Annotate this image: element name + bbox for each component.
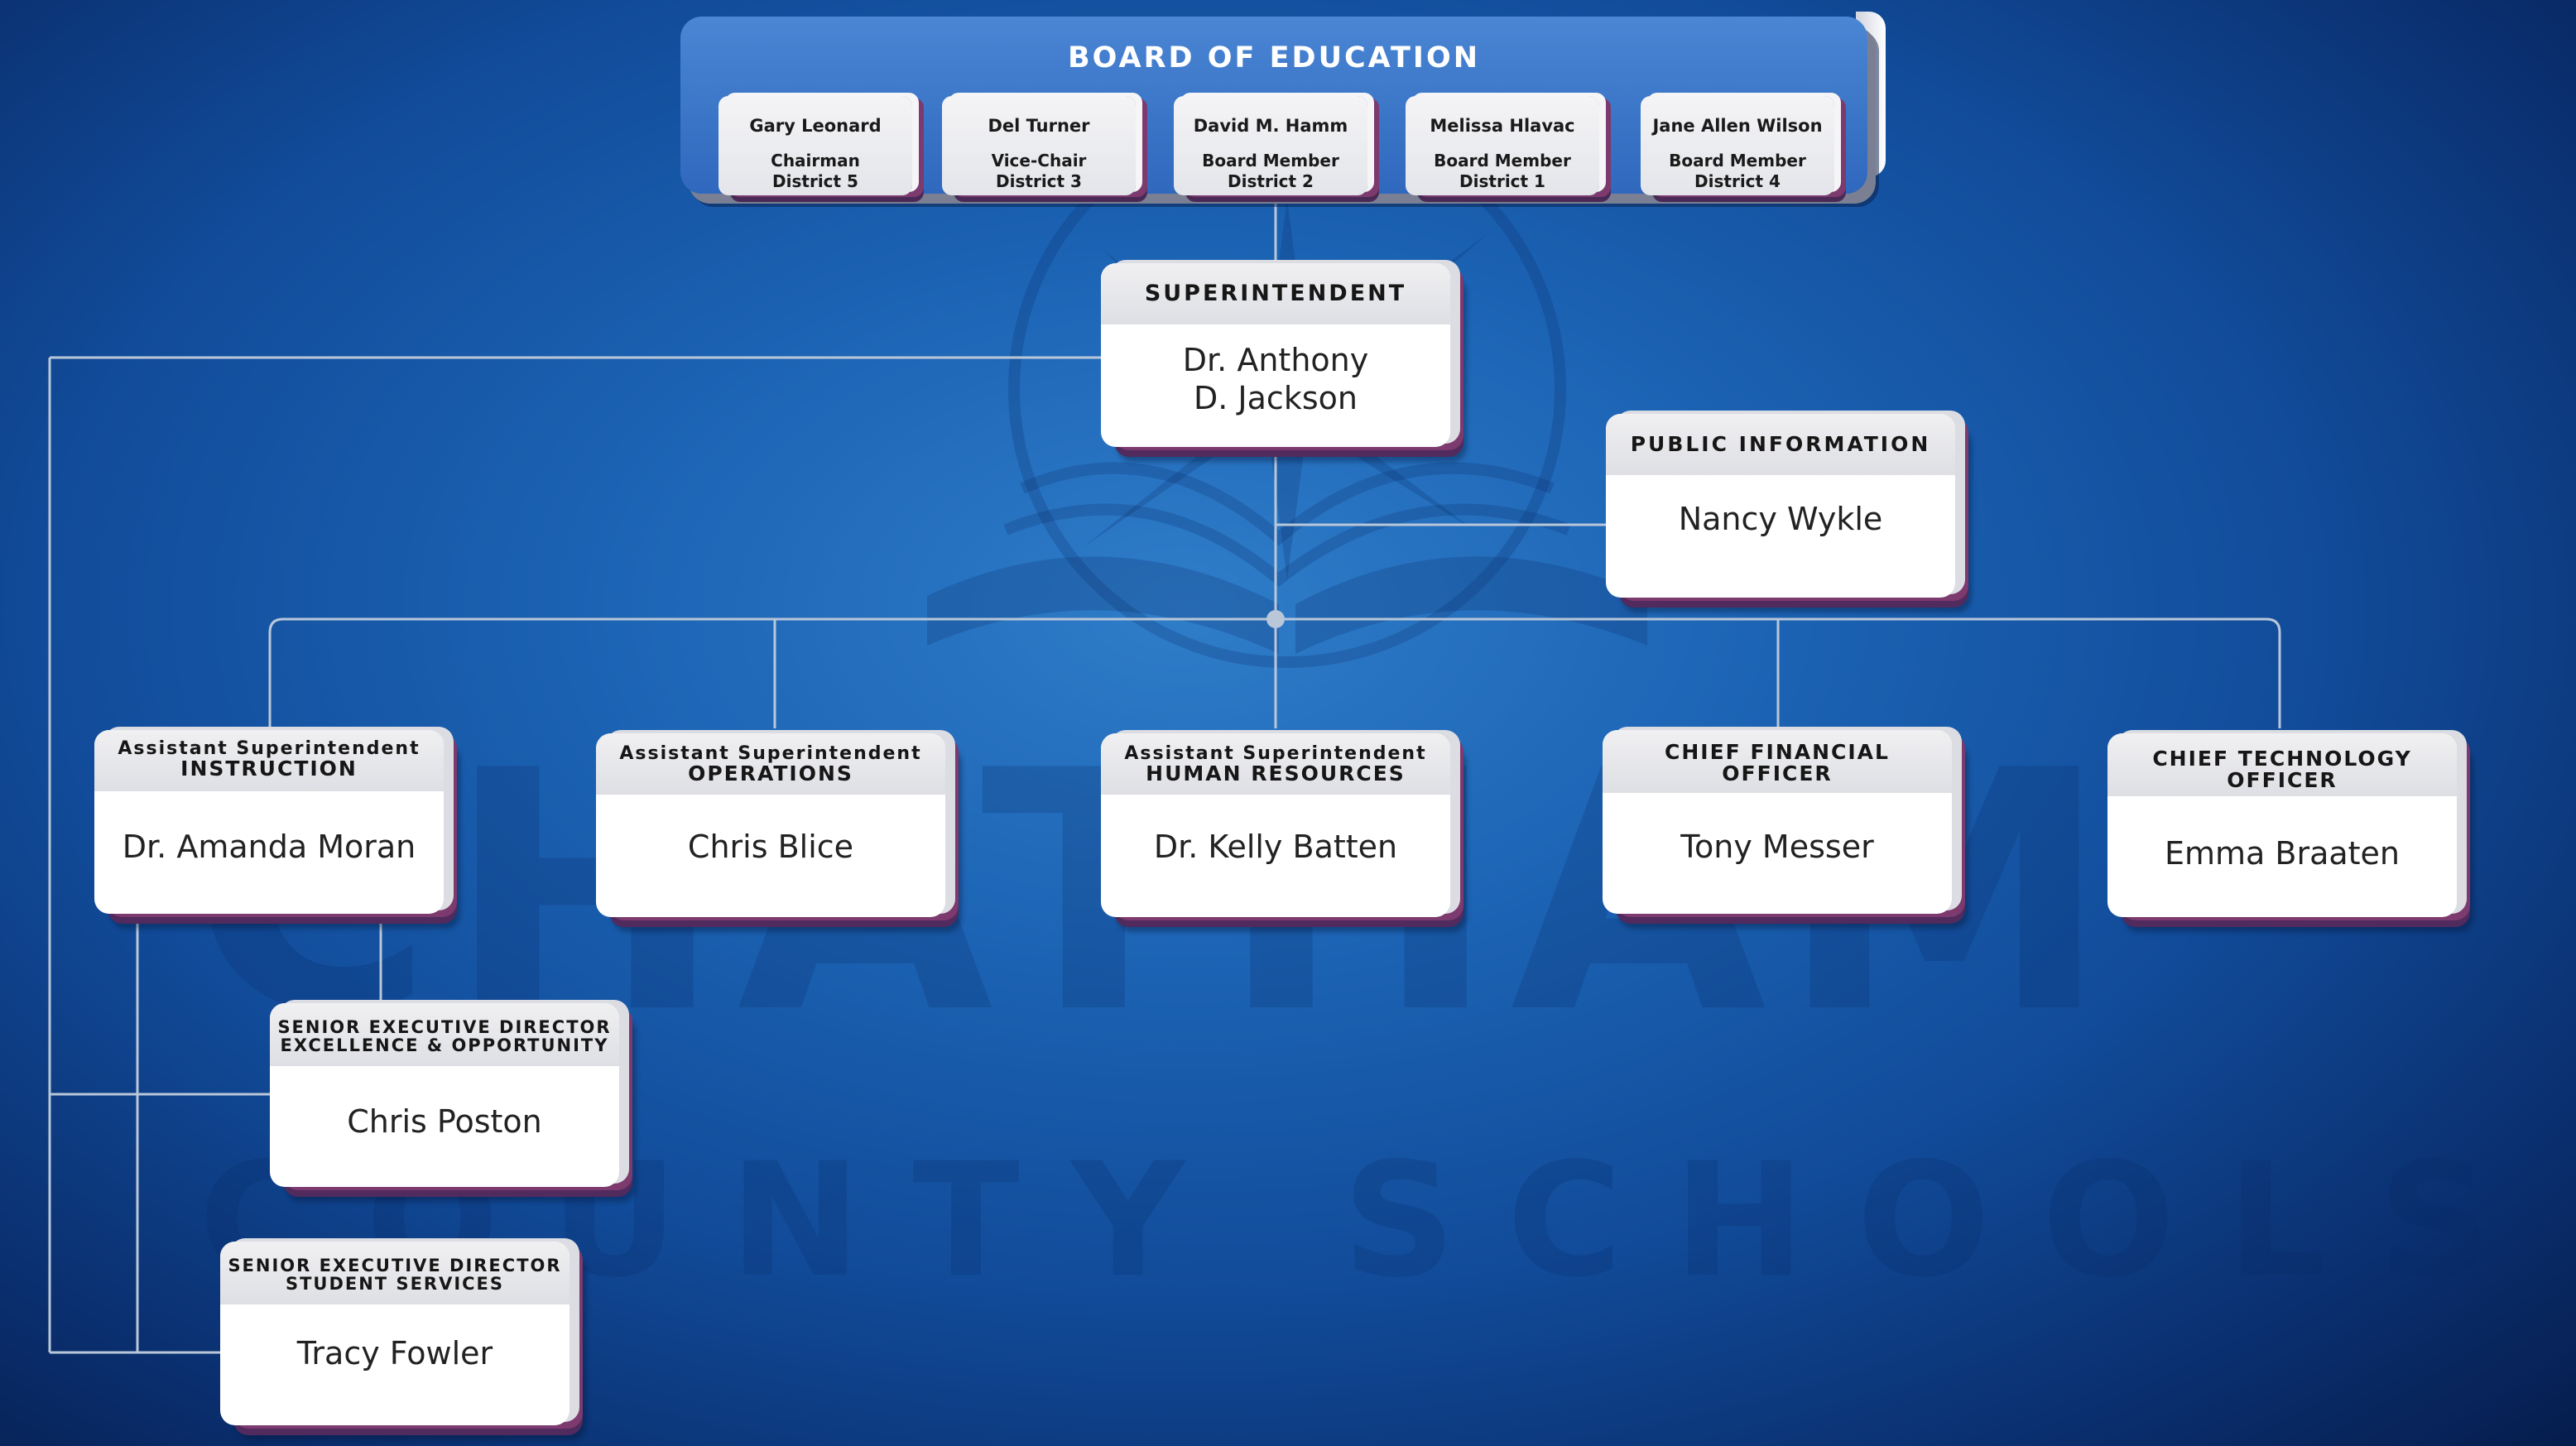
board-member-name: David M. Hamm bbox=[1193, 116, 1348, 136]
public-information-box[interactable]: PUBLIC INFORMATION Nancy Wykle bbox=[1606, 414, 1955, 598]
superintendent-box[interactable]: SUPERINTENDENT Dr. Anthony D. Jackson bbox=[1101, 263, 1450, 447]
operations-name: Chris Blice bbox=[687, 829, 854, 865]
cfo-box[interactable]: CHIEF FINANCIAL OFFICER Tony Messer bbox=[1603, 730, 1952, 914]
board-member-card[interactable]: David M. Hamm Board Member District 2 bbox=[1174, 96, 1367, 195]
cto-name: Emma Braaten bbox=[2164, 835, 2401, 872]
board-member-role: Board Member District 2 bbox=[1202, 151, 1339, 191]
board-member-name: Melissa Hlavac bbox=[1430, 116, 1575, 136]
excellence-opportunity-box[interactable]: SENIOR EXECUTIVE DIRECTOR EXCELLENCE & O… bbox=[270, 1003, 619, 1187]
human-resources-name: Dr. Kelly Batten bbox=[1153, 829, 1398, 865]
board-member-name: Jane Allen Wilson bbox=[1652, 116, 1823, 136]
student-services-name: Tracy Fowler bbox=[296, 1335, 493, 1372]
operations-box[interactable]: Assistant Superintendent OPERATIONS Chri… bbox=[596, 733, 945, 917]
board-title: BOARD OF EDUCATION bbox=[1068, 41, 1480, 74]
instruction-title: Assistant Superintendent INSTRUCTION bbox=[94, 730, 444, 791]
board-member-role: Vice-Chair District 3 bbox=[991, 151, 1087, 191]
instruction-box[interactable]: Assistant Superintendent INSTRUCTION Dr.… bbox=[94, 730, 444, 914]
cfo-name: Tony Messer bbox=[1680, 829, 1874, 865]
superintendent-name: Dr. Anthony D. Jackson bbox=[1182, 342, 1369, 416]
excellence-opportunity-title: SENIOR EXECUTIVE DIRECTOR EXCELLENCE & O… bbox=[270, 1003, 619, 1066]
cfo-title: CHIEF FINANCIAL OFFICER bbox=[1603, 730, 1952, 793]
board-member-name: Del Turner bbox=[988, 116, 1090, 136]
cto-box[interactable]: CHIEF TECHNOLOGY OFFICER Emma Braaten bbox=[2107, 733, 2457, 917]
hub-node bbox=[1266, 610, 1285, 628]
board-member-card[interactable]: Gary Leonard Chairman District 5 bbox=[718, 96, 912, 195]
human-resources-title: Assistant Superintendent HUMAN RESOURCES bbox=[1101, 733, 1450, 795]
human-resources-box[interactable]: Assistant Superintendent HUMAN RESOURCES… bbox=[1101, 733, 1450, 917]
student-services-title: SENIOR EXECUTIVE DIRECTOR STUDENT SERVIC… bbox=[220, 1242, 570, 1304]
operations-title: Assistant Superintendent OPERATIONS bbox=[596, 733, 945, 795]
board-member-role: Chairman District 5 bbox=[771, 151, 860, 191]
instruction-name: Dr. Amanda Moran bbox=[122, 829, 416, 865]
board-member-role: Board Member District 4 bbox=[1669, 151, 1806, 191]
public-information-title: PUBLIC INFORMATION bbox=[1606, 414, 1955, 475]
public-information-name: Nancy Wykle bbox=[1678, 501, 1883, 537]
cto-title: CHIEF TECHNOLOGY OFFICER bbox=[2107, 733, 2457, 796]
student-services-box[interactable]: SENIOR EXECUTIVE DIRECTOR STUDENT SERVIC… bbox=[220, 1242, 570, 1425]
board-member-name: Gary Leonard bbox=[749, 116, 882, 136]
superintendent-title: SUPERINTENDENT bbox=[1101, 263, 1450, 324]
excellence-opportunity-name: Chris Poston bbox=[347, 1103, 542, 1140]
board-member-card[interactable]: Jane Allen Wilson Board Member District … bbox=[1641, 96, 1834, 195]
board-member-role: Board Member District 1 bbox=[1434, 151, 1571, 191]
board-of-education-panel: BOARD OF EDUCATION Gary Leonard Chairman… bbox=[680, 12, 1886, 195]
board-member-card[interactable]: Del Turner Vice-Chair District 3 bbox=[942, 96, 1136, 195]
board-member-card[interactable]: Melissa Hlavac Board Member District 1 bbox=[1406, 96, 1599, 195]
